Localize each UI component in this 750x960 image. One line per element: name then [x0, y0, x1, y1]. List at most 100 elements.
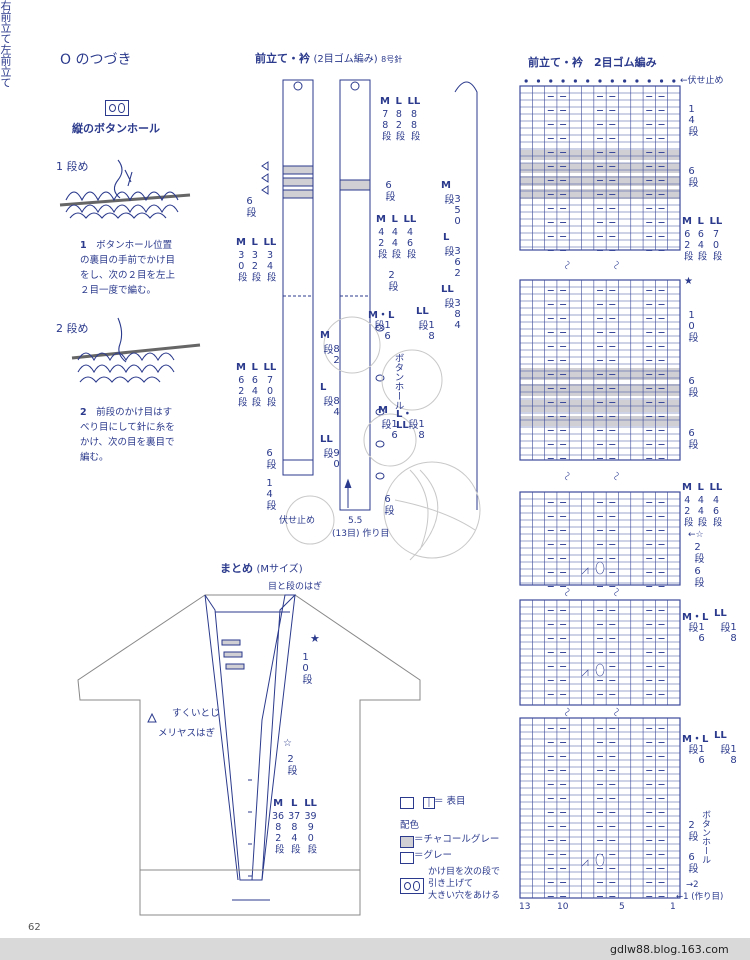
- bind-off-mark: [610, 79, 614, 83]
- size-m: M: [273, 798, 284, 809]
- chart-shaded-band: [520, 150, 680, 160]
- rows-78: 78段: [379, 109, 391, 141]
- chart-rows-2: 2段: [692, 542, 703, 563]
- rows-64: 64段: [249, 375, 261, 407]
- size-m: M: [682, 482, 692, 493]
- size-l: L: [290, 798, 298, 809]
- chart-shaded-band: [520, 368, 680, 380]
- size-l: L: [697, 216, 704, 227]
- chart-segment-2: [519, 491, 681, 586]
- assembly-title-text: まとめ: [220, 562, 253, 575]
- x-tick-13: 13: [519, 902, 531, 912]
- band-rows-2: 2段: [386, 270, 397, 291]
- decrease-symbol: [581, 859, 589, 867]
- legend-gray: ＝グレー: [414, 850, 453, 861]
- rows-44: 44段: [695, 495, 707, 527]
- size-l: L: [391, 214, 398, 225]
- yo-symbol-icon: [105, 100, 129, 116]
- rows-46: 46段: [710, 495, 722, 527]
- size-ml: M・L: [682, 612, 709, 623]
- size-ll: LL: [403, 214, 417, 225]
- bind-off-mark: [623, 79, 627, 83]
- hollow-star-icon: ☆: [283, 738, 292, 749]
- left-band-label: 左前立て: [0, 44, 12, 88]
- break-mark: [614, 707, 619, 717]
- size-ml: M・L: [368, 310, 395, 321]
- band-rows-14: 14段: [264, 478, 275, 510]
- chart-segment-1: [519, 279, 681, 461]
- band-cast-on-num: 5.5: [348, 516, 363, 526]
- stockinette-label: メリヤスはぎ: [158, 728, 216, 739]
- rows-18b: 18段: [718, 744, 739, 766]
- assembly-title: まとめ (Mサイズ): [220, 562, 303, 576]
- legend-yo-line2: 引き上げて: [428, 879, 474, 889]
- bind-off-mark: [635, 79, 639, 83]
- rows-64: 64段: [695, 229, 707, 261]
- bind-off-mark: [561, 79, 565, 83]
- rows-42: 42段: [681, 495, 693, 527]
- chart-shaded-band: [520, 189, 680, 199]
- step2-line3: かけ、次の目を裏目で: [80, 437, 175, 448]
- size-l: L: [395, 96, 402, 107]
- rows-82: 82段: [393, 109, 405, 141]
- chart-grid: [519, 79, 681, 899]
- rows-62: 62段: [235, 375, 247, 407]
- chart-rows-2b: 2段: [686, 820, 697, 841]
- step1-number: 1: [80, 240, 87, 251]
- decrease-symbol: [581, 669, 589, 677]
- slip-label: すくいとじ: [172, 708, 220, 719]
- bind-off-mark: [672, 79, 676, 83]
- section-title: O のつづき: [60, 52, 132, 68]
- step2-line4: 編む。: [80, 452, 109, 463]
- size-ll: LL: [709, 482, 723, 493]
- step2-line1: 前段のかけ目はす: [96, 407, 173, 418]
- rows-34: 34段: [264, 250, 276, 282]
- total-m: 350段: [442, 194, 463, 227]
- bind-off-mark: [536, 79, 541, 83]
- band-rows-top: M 78段 L 82段 LL 88段: [380, 96, 420, 141]
- row1-label: 1 段め: [56, 160, 89, 173]
- band-rows-6-left: 6段: [244, 196, 255, 217]
- bind-off-mark: [524, 79, 528, 83]
- band-cast-on-label: (13目) 作り目: [332, 529, 390, 539]
- rows-88: 88段: [408, 109, 420, 141]
- break-mark: [564, 587, 570, 597]
- chart-star-icon: ★: [684, 276, 693, 287]
- step1-line1: ボタンホール位置: [96, 240, 173, 251]
- gray-swatch-icon: [400, 852, 414, 864]
- rows-90c: 90段: [321, 448, 342, 470]
- break-mark: [614, 260, 619, 270]
- size-ll: LL: [407, 96, 421, 107]
- chart-rows-16-18b: M・L LL 16段 18段: [682, 730, 739, 766]
- rows-16b: 16段: [379, 419, 400, 441]
- size-m: M: [380, 96, 390, 107]
- bind-off-mark: [586, 79, 590, 83]
- watermark: gdlw88.blog.163.com: [610, 943, 729, 956]
- size-ll: LL: [263, 237, 277, 248]
- size-m: M: [378, 405, 388, 416]
- rows-62: 62段: [681, 229, 693, 261]
- total-l-label: L: [443, 232, 450, 243]
- break-mark: [564, 707, 570, 717]
- band-bind-off: 伏せ止め: [279, 516, 316, 526]
- chart-shaded-band: [520, 176, 680, 186]
- band-total: M 350段 L 362段 LL 384段: [441, 180, 463, 331]
- size-ml: M・L: [682, 734, 709, 745]
- rows-16b: 16段: [686, 744, 707, 766]
- legend-knit: ＝ 表目: [434, 796, 466, 807]
- break-mark: [564, 260, 570, 270]
- rows-16a: 16段: [686, 622, 707, 644]
- band-rows-16-18: M・L 16段 18段: [368, 306, 437, 342]
- size-l: L: [320, 382, 327, 393]
- legend-charcoal: ＝チャコールグレー: [414, 834, 500, 845]
- decrease-symbol: [581, 567, 589, 575]
- chart-rows-6b: 6段: [686, 376, 697, 397]
- band-buttonhole: ボタンホール: [392, 353, 404, 410]
- chart-rows-16-18a: M・L LL 16段 18段: [682, 608, 739, 644]
- charcoal-swatch-icon: [400, 836, 414, 848]
- step1-line4: ２目一度で編む。: [80, 285, 157, 296]
